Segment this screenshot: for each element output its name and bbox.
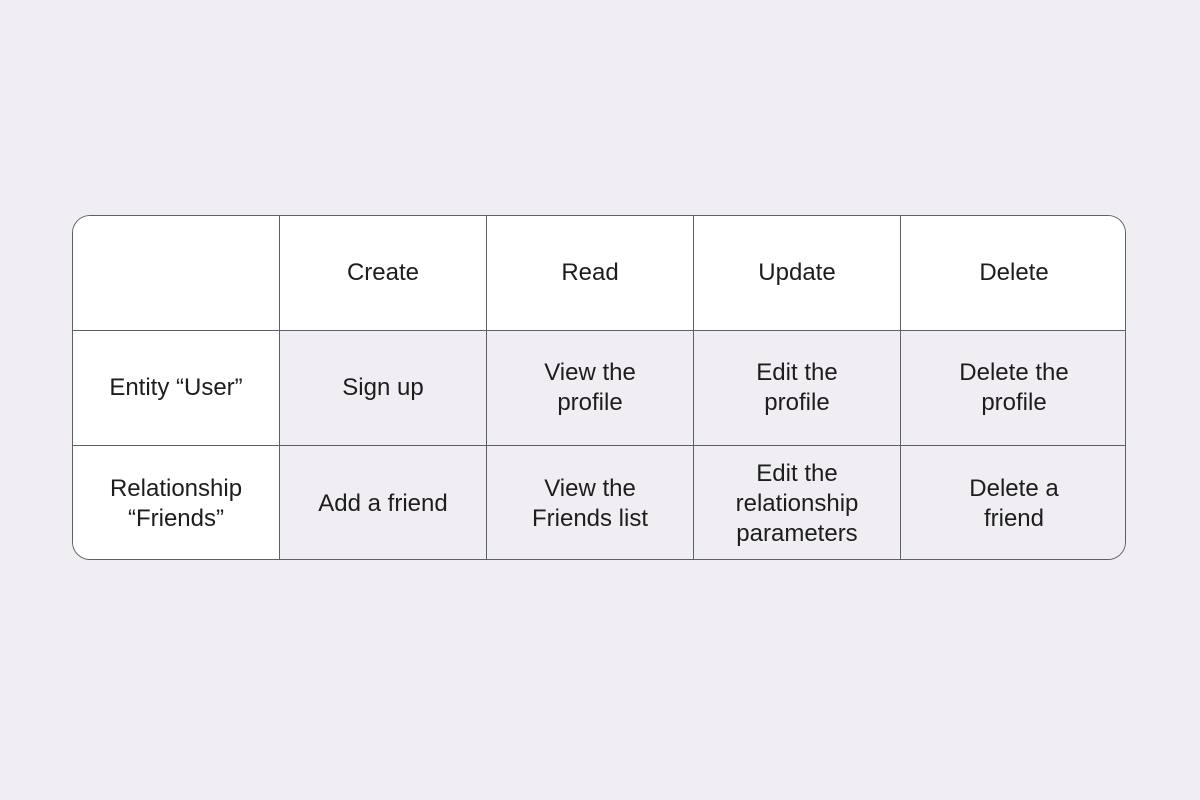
table-cell: Add a friend: [280, 446, 487, 559]
table-cell: View the Friends list: [487, 446, 694, 559]
column-header-read: Read: [487, 216, 694, 331]
crud-table: Create Read Update Delete Entity “User” …: [72, 215, 1126, 560]
corner-cell: [73, 216, 280, 331]
table-cell: Edit the relationship parameters: [694, 446, 901, 559]
column-header-update: Update: [694, 216, 901, 331]
row-label-user: Entity “User”: [73, 331, 280, 446]
table-cell: Delete a friend: [901, 446, 1125, 559]
table-cell: Sign up: [280, 331, 487, 446]
row-label-friends: Relationship “Friends”: [73, 446, 280, 559]
column-header-delete: Delete: [901, 216, 1125, 331]
table-cell: Delete the profile: [901, 331, 1125, 446]
table-cell: Edit the profile: [694, 331, 901, 446]
table-cell: View the profile: [487, 331, 694, 446]
column-header-create: Create: [280, 216, 487, 331]
